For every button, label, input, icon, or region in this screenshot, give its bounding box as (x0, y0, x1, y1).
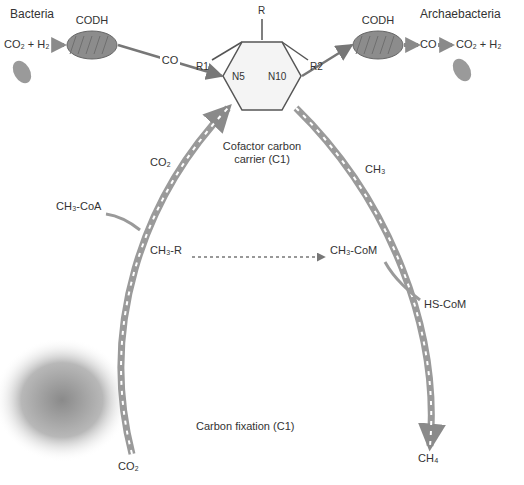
reactant: CO₂ + H₂ (4, 38, 50, 51)
process-name: Carbon fixation (C1) (196, 420, 294, 433)
metabolite: CH₃-CoM (330, 244, 377, 257)
bond-line (261, 19, 263, 40)
product: CO₂ + H₂ (456, 38, 502, 51)
metabolite: HS-CoM (424, 298, 466, 311)
metabolite: CH₃-CoA (56, 200, 101, 213)
cell-blob (0, 338, 130, 462)
atom-label: R (258, 4, 265, 17)
fat-arrow (438, 43, 452, 47)
fat-arrow (54, 43, 64, 47)
group-name: Bacteria (10, 8, 54, 21)
reaction-arrow (302, 45, 352, 76)
atom-label: R1 (196, 60, 209, 73)
enzyme-name: CODH (57, 14, 127, 27)
transfer-arrow (192, 256, 324, 258)
product: CO (420, 38, 437, 51)
ellipse-outline (66, 30, 118, 60)
metabolite: CH₄ (418, 452, 438, 465)
enzyme-oval: CODH (352, 30, 404, 60)
pathway-arrow-core (121, 108, 228, 454)
metabolite: CH₃-R (150, 244, 182, 257)
edge-label: CO (160, 54, 181, 67)
metabolite: CO₂ (150, 156, 171, 169)
small-cell (449, 56, 475, 85)
group-name: Archaebacteria (420, 8, 501, 21)
enzyme-oval: CODH (66, 30, 118, 60)
pathway-arrow-core (296, 108, 431, 446)
pathway-arrow (121, 108, 228, 454)
metabolite: CO₂ (118, 460, 139, 473)
atom-label: R2 (310, 60, 323, 73)
metabolite: CH₃ (365, 163, 385, 176)
branch-arrow (385, 262, 420, 300)
atom-label: N10 (268, 70, 286, 83)
reaction-arrow (118, 45, 222, 76)
fat-arrow (404, 43, 418, 47)
atom-label: N5 (232, 70, 245, 83)
pathway-arrow (296, 108, 431, 446)
cofactor-caption: Cofactor carbon carrier (C1) (214, 140, 310, 166)
ellipse-outline (352, 30, 404, 60)
small-cell (9, 58, 35, 87)
branch-arrow (106, 214, 140, 230)
enzyme-name: CODH (343, 14, 413, 27)
